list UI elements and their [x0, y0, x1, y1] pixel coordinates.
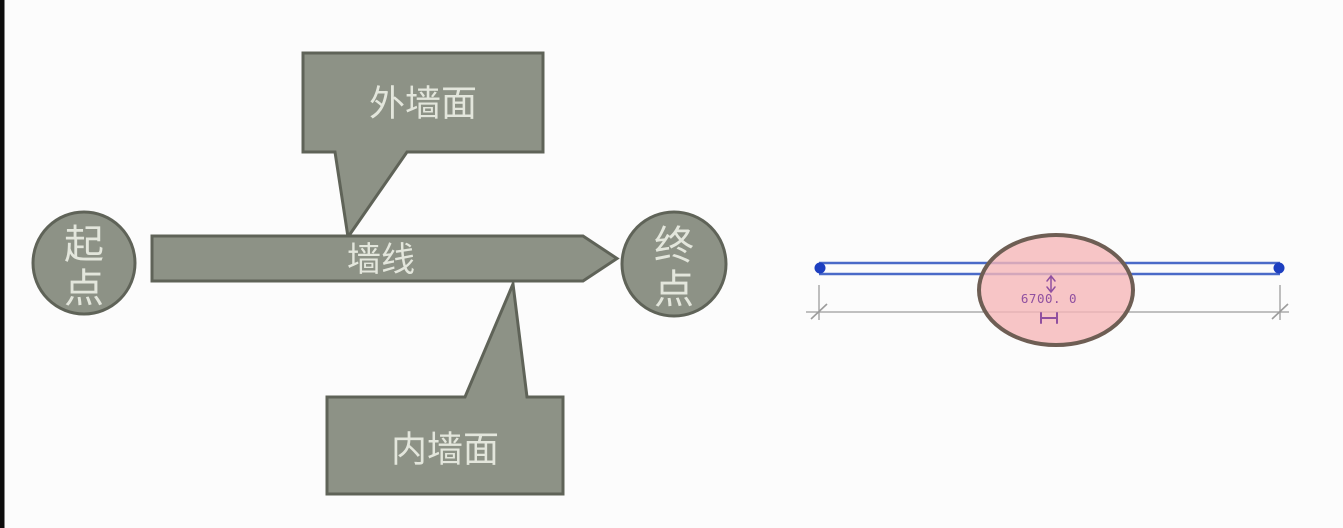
end-point-label-char-1: 终: [654, 224, 694, 268]
right-dimension-tick: [1271, 303, 1289, 320]
wall-line-label: 墙线: [347, 241, 415, 279]
start-point-label-char-1: 起: [64, 223, 104, 267]
outer-wall-face-label: 外墙面: [369, 83, 477, 124]
dimension-value-text[interactable]: 6700. 0: [1021, 291, 1077, 306]
left-dimension-tick: [810, 303, 828, 320]
start-point-circle: [31, 210, 137, 316]
outer-wall-face-callout: [301, 51, 545, 241]
end-point-circle: [620, 210, 728, 318]
inner-wall-face-callout: [325, 278, 565, 496]
wall-direction-diagram: 外墙面 内墙面 墙线 起 点 终 点: [31, 51, 728, 496]
highlight-ellipse: [977, 233, 1135, 347]
left-edge-bar: [0, 0, 5, 528]
start-endpoint-dot[interactable]: [814, 262, 826, 274]
wall-line-arrow: [150, 234, 620, 283]
start-point-label-char-2: 点: [64, 267, 104, 311]
end-endpoint-dot[interactable]: [1273, 262, 1285, 274]
wall-plan-drawing: 6700. 0: [806, 233, 1289, 347]
end-point-label-char-2: 点: [654, 268, 694, 312]
vertical-flip-arrow-icon[interactable]: [1046, 274, 1056, 294]
inner-wall-face-label: 内墙面: [391, 429, 499, 470]
horizontal-resize-icon[interactable]: [1040, 312, 1058, 324]
